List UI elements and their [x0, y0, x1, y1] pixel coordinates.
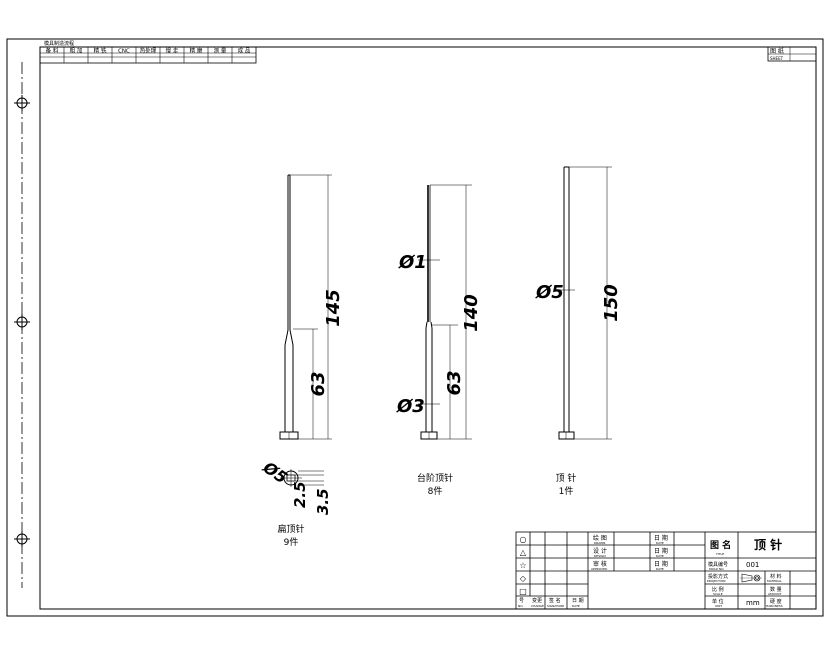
projection-symbol-icon [740, 573, 762, 583]
part2-dia-bottom: Ø3 [396, 396, 425, 417]
part2-length-total: 140 [461, 294, 482, 332]
amount-label: 数 量 [770, 586, 782, 593]
part-0-drawing [279, 174, 332, 440]
part-3-drawing [555, 166, 612, 440]
part-1-section [280, 469, 324, 487]
part1-dim-b: 3.5 [314, 488, 332, 515]
hardness-label-en: HARDNESS [766, 604, 783, 608]
date-label-1-en: DATE [656, 541, 664, 545]
unit-value: mm [746, 599, 760, 607]
part1-dim-a: 2.5 [291, 481, 309, 508]
sheet-label: 图 纸 [770, 47, 784, 55]
title-block [515, 531, 817, 610]
part-2-drawing [418, 184, 472, 440]
rev-no-label-en: NO. [518, 604, 523, 608]
registration-mark-3 [14, 531, 30, 547]
design-label: 设 计 [593, 547, 607, 555]
date-label-1: 日 期 [654, 534, 668, 542]
approved-label: 审 核 [593, 560, 607, 568]
date-label-3-en: DATE [656, 567, 664, 571]
approved-label-en: APPROVED [591, 567, 608, 571]
unit-label-en: UNIT [715, 604, 722, 608]
process-step-5: 热处理 [140, 47, 157, 55]
revision-symbols: ○ △ ☆ ◇ □ [519, 535, 527, 596]
process-header-caption: 模具制造流程 [44, 40, 74, 47]
revision-symbol-3: ☆ [519, 561, 526, 570]
process-step-7: 精 磨 [190, 47, 203, 55]
registration-mark-2 [14, 314, 30, 330]
material-label-en: MATERIAL [767, 579, 782, 583]
process-step-9: 成 品 [238, 47, 251, 55]
revision-symbol-2: △ [520, 548, 527, 557]
revision-symbol-1: ○ [520, 535, 527, 544]
part2-name: 台阶顶针 [417, 472, 453, 484]
revision-symbol-4: ◇ [520, 574, 527, 583]
process-header-table: 模具制造流程 备 料 粗 加 精 铣 CNC 热处理 慢 走 精 磨 测 量 成 品 [39, 40, 257, 64]
amount-label-en: AMOUNT [768, 592, 781, 596]
rev-date-label-en: DATE [572, 604, 580, 608]
sheet-number-box: 图 纸 SHEET [767, 46, 817, 62]
date-label-3: 日 期 [654, 560, 668, 568]
drawn-label-en: DRAWN [594, 541, 605, 545]
process-step-6: 慢 走 [166, 47, 179, 55]
part3-length-total: 150 [601, 284, 622, 322]
part3-dia: Ø5 [535, 282, 564, 303]
hardness-label: 硬 度 [770, 598, 782, 605]
drawing-title: 顶 针 [754, 537, 782, 552]
part0-length-total: 145 [323, 289, 344, 327]
projection-label-en: PROJECTION [707, 579, 725, 583]
revision-symbol-5: □ [519, 587, 527, 596]
mold-no-label: 模具编号 [708, 561, 728, 568]
process-step-2: 粗 加 [70, 47, 83, 55]
part1-name: 扁顶针 [277, 523, 304, 535]
scale-label: 比 例 [712, 586, 724, 593]
unit-label: 单 位 [712, 598, 724, 605]
material-label: 材 料 [770, 573, 782, 580]
title-label-en: TITLE [715, 552, 724, 556]
part2-dia-top: Ø1 [398, 252, 427, 273]
part1-qty: 9件 [284, 536, 299, 548]
part2-length-step: 63 [444, 370, 465, 395]
part0-length-step: 63 [308, 371, 329, 396]
rev-signature-label: 签 名 [549, 597, 561, 604]
process-step-8: 测 量 [214, 47, 227, 55]
drawn-label: 绘 图 [593, 534, 607, 542]
registration-mark-1 [14, 95, 30, 111]
outer-border [6, 38, 824, 617]
date-label-2-en: DATE [656, 554, 664, 558]
rev-change-label: 变更 [532, 597, 542, 604]
projection-label: 投影方式 [708, 573, 728, 580]
sheet-label-en: SHEET [770, 56, 784, 61]
scale-label-en: SCALE [713, 592, 723, 596]
rev-no-label: 号 [519, 598, 524, 604]
part2-qty: 8件 [428, 485, 443, 497]
inner-border [39, 46, 817, 610]
rev-signature-label-en: SIGNATURE [547, 604, 564, 608]
rev-date-label: 日 期 [572, 598, 584, 604]
part3-qty: 1件 [559, 485, 574, 497]
design-label-en: DESIGN [594, 554, 606, 558]
process-step-3: 精 铣 [94, 47, 107, 55]
mold-no-value: 001 [746, 561, 759, 569]
rev-change-label-en: CHANGE [531, 604, 544, 608]
part3-name: 顶 针 [556, 472, 577, 484]
title-label: 图 名 [710, 539, 731, 551]
mold-no-label-en: MOLD NO. [709, 567, 724, 571]
process-step-1: 备 料 [46, 47, 59, 55]
process-step-4: CNC [118, 49, 130, 55]
date-label-2: 日 期 [654, 547, 668, 555]
